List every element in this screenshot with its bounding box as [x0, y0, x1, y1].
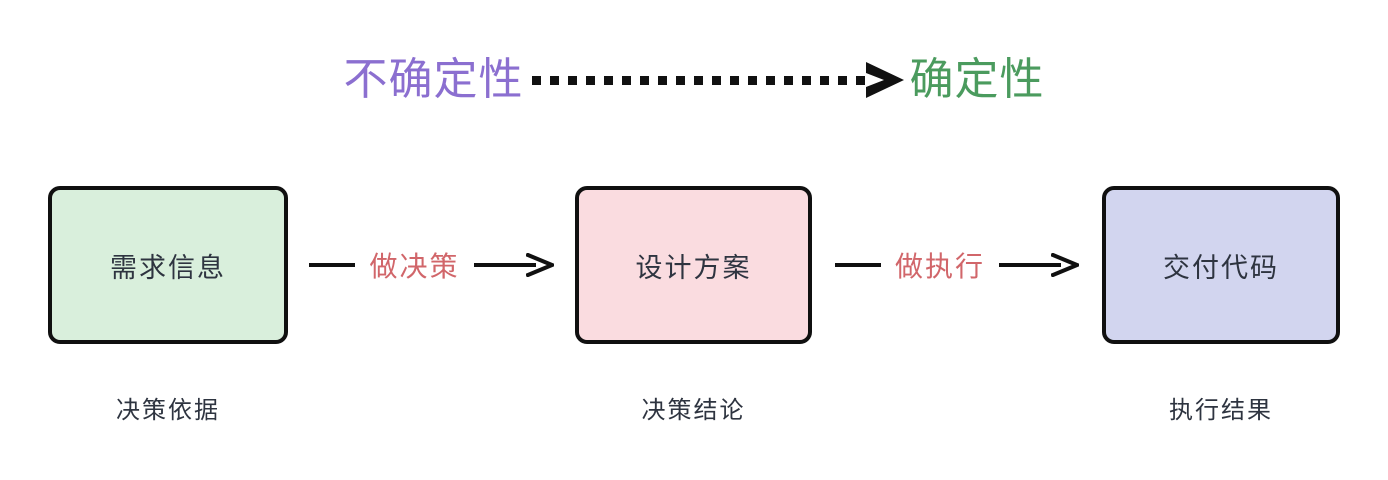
node-label: 设计方案 — [635, 252, 752, 283]
banner-from-label: 不确定性 — [343, 55, 524, 104]
uncertainty-to-certainty-banner: 不确定性 确定性 — [0, 44, 1388, 116]
caption-decision-conclusion: 决策结论 — [641, 397, 746, 424]
dotted-line — [531, 76, 872, 85]
arrowhead-icon — [865, 62, 904, 98]
connector-arrow-icon — [473, 253, 554, 277]
flow-row: 需求信息 做决策 设计方案 做执行 — [0, 186, 1388, 346]
caption-row: 决策依据 决策结论 执行结果 — [0, 390, 1388, 434]
arrowhead-icon — [1051, 253, 1079, 277]
connector-line-left — [834, 263, 881, 267]
banner-to-label: 确定性 — [909, 55, 1045, 104]
node-requirement-info[interactable]: 需求信息 — [48, 186, 288, 344]
arrow-shaft — [473, 263, 536, 267]
arrow-shaft — [999, 263, 1061, 267]
node-design-plan[interactable]: 设计方案 — [575, 186, 812, 344]
node-delivered-code[interactable]: 交付代码 — [1102, 186, 1340, 344]
arrowhead-icon — [525, 253, 554, 277]
connector-label: 做执行 — [894, 251, 985, 282]
node-label: 交付代码 — [1163, 252, 1279, 283]
node-label: 需求信息 — [110, 252, 226, 283]
connector-label: 做决策 — [369, 251, 460, 282]
caption-execution-result: 执行结果 — [1169, 397, 1273, 424]
connector-line-left — [309, 263, 356, 267]
connector-make-decision: 做决策 — [288, 235, 575, 295]
caption-decision-basis: 决策依据 — [116, 397, 220, 424]
dotted-arrow-icon — [531, 60, 904, 100]
connector-make-execution: 做执行 — [812, 235, 1102, 295]
connector-arrow-icon — [999, 253, 1079, 277]
